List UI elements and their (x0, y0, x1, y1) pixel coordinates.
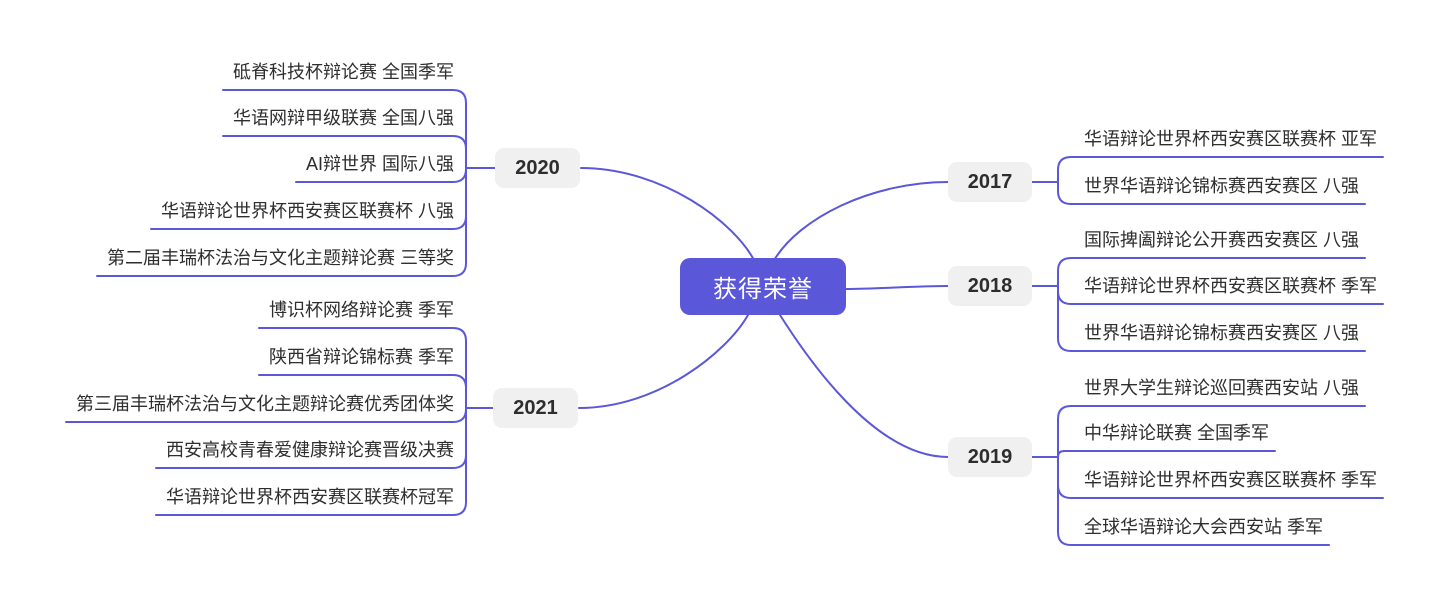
year-node-2021[interactable]: 2021 (493, 388, 578, 428)
leaf-topic[interactable]: 华语辩论世界杯西安赛区联赛杯冠军 (166, 487, 454, 507)
central-topic[interactable]: 获得荣誉 (680, 258, 846, 315)
year-node-2017[interactable]: 2017 (948, 162, 1032, 202)
leaf-topic[interactable]: 国际捭阖辩论公开赛西安赛区 八强 (1084, 230, 1359, 250)
leaf-topic[interactable]: 砥脊科技杯辩论赛 全国季军 (233, 62, 454, 82)
leaf-topic[interactable]: 西安高校青春爱健康辩论赛晋级决赛 (166, 440, 454, 460)
leaf-topic[interactable]: 华语辩论世界杯西安赛区联赛杯 季军 (1084, 470, 1377, 490)
leaf-topic[interactable]: 全球华语辩论大会西安站 季军 (1084, 517, 1323, 537)
connector-line (578, 314, 749, 409)
leaf-topic[interactable]: 华语辩论世界杯西安赛区联赛杯 亚军 (1084, 129, 1377, 149)
leaf-topic[interactable]: 中华辩论联赛 全国季军 (1084, 423, 1269, 443)
connector-line (845, 285, 949, 290)
connector-line (580, 167, 756, 263)
year-node-2019[interactable]: 2019 (948, 437, 1032, 477)
connector-line (1057, 450, 1276, 458)
leaf-topic[interactable]: 世界华语辩论锦标赛西安赛区 八强 (1084, 323, 1359, 343)
leaf-topic[interactable]: AI辩世界 国际八强 (305, 154, 454, 174)
leaf-topic[interactable]: 第二届丰瑞杯法治与文化主题辩论赛 三等奖 (107, 248, 454, 268)
leaf-topic[interactable]: 博识杯网络辩论赛 季军 (269, 300, 454, 320)
leaf-topic[interactable]: 第三届丰瑞杯法治与文化主题辩论赛优秀团体奖 (76, 394, 454, 414)
leaf-topic[interactable]: 陕西省辩论锦标赛 季军 (269, 347, 454, 367)
year-node-2020[interactable]: 2020 (495, 148, 580, 188)
leaf-topic[interactable]: 华语网辩甲级联赛 全国八强 (233, 108, 454, 128)
leaf-topic[interactable]: 华语辩论世界杯西安赛区联赛杯 八强 (161, 201, 454, 221)
leaf-topic[interactable]: 华语辩论世界杯西安赛区联赛杯 季军 (1084, 276, 1377, 296)
year-node-2018[interactable]: 2018 (948, 266, 1032, 306)
leaf-topic[interactable]: 世界华语辩论锦标赛西安赛区 八强 (1084, 176, 1359, 196)
connector-line (772, 181, 949, 263)
leaf-topic[interactable]: 世界大学生辩论巡回赛西安站 八强 (1084, 378, 1359, 398)
connector-line (779, 314, 949, 458)
